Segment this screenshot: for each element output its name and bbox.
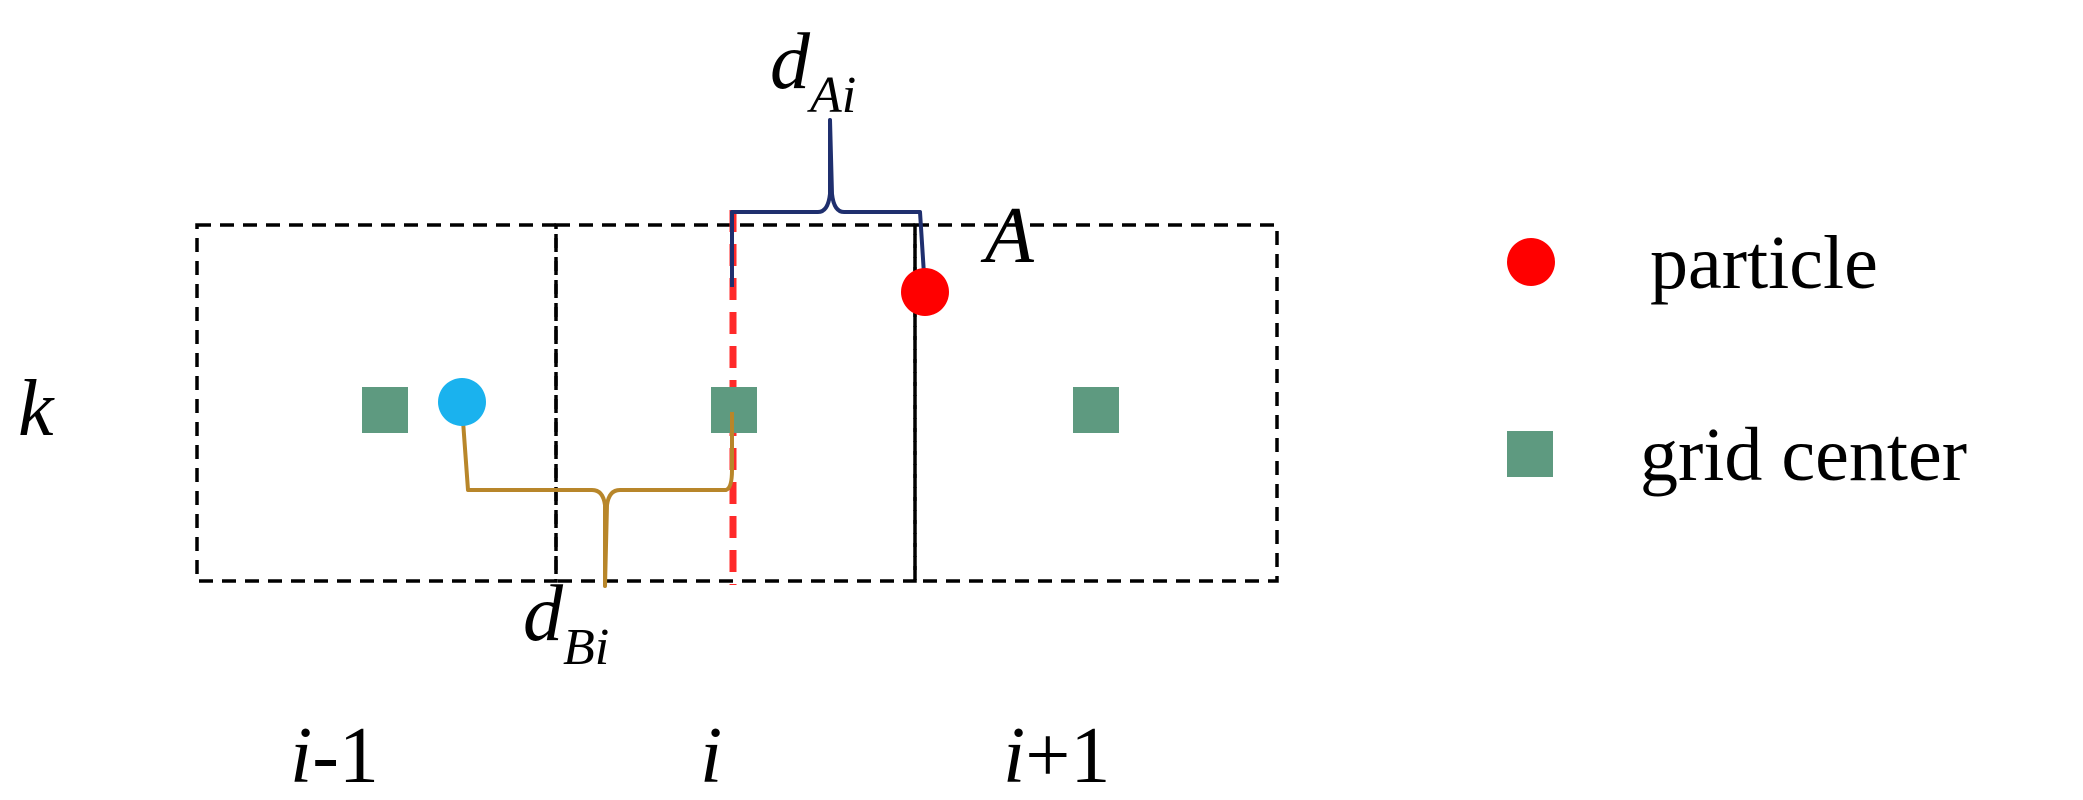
dist-b-label: dBi xyxy=(523,570,609,676)
brace-d-ai xyxy=(730,118,927,291)
dist-a-label: dAi xyxy=(770,18,856,124)
grid-center-i-minus-1 xyxy=(362,387,408,433)
col-label-i-plus-1: i+1 xyxy=(1003,712,1110,800)
particle-a xyxy=(901,268,949,316)
row-label-k: k xyxy=(18,365,55,453)
legend-particle-label: particle xyxy=(1650,221,1878,305)
particle-b xyxy=(438,378,486,426)
grid-center-i-plus-1 xyxy=(1073,387,1119,433)
legend-grid-center-icon xyxy=(1507,431,1553,477)
legend: particle grid center xyxy=(1507,221,1967,497)
brace-d-bi xyxy=(460,406,734,588)
point-a-label: A xyxy=(980,192,1035,280)
cell-i xyxy=(554,223,917,583)
legend-particle-icon xyxy=(1507,238,1555,286)
legend-grid-center-label: grid center xyxy=(1640,413,1967,497)
cell-i-plus-1 xyxy=(913,223,1279,583)
grid-centers xyxy=(362,387,1119,433)
col-label-i-minus-1: i-1 xyxy=(290,712,379,800)
grid-cells xyxy=(195,223,1279,583)
col-label-i: i xyxy=(700,712,722,800)
